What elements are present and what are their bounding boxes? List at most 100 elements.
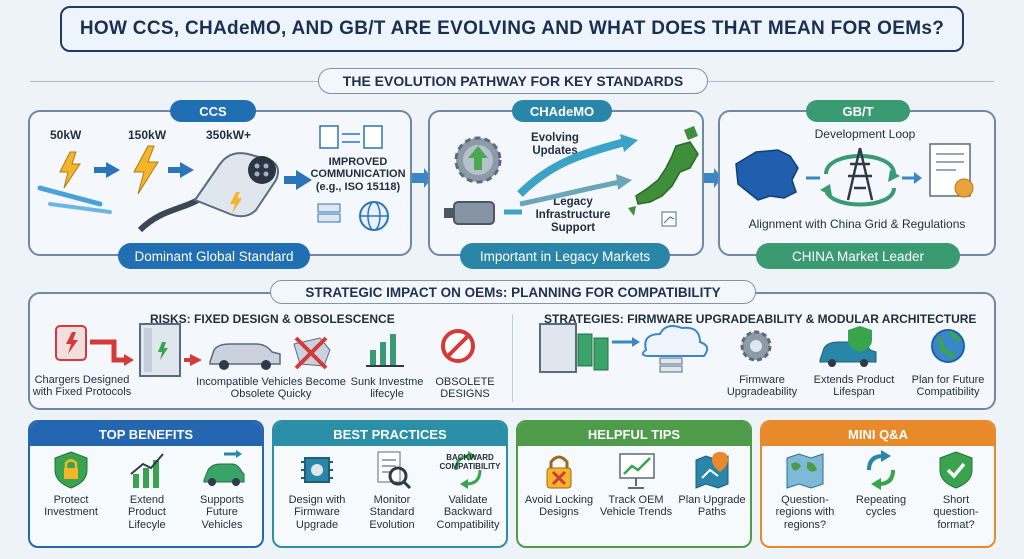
evolution-header-text: THE EVOLUTION PATHWAY FOR KEY STANDARDS — [342, 73, 684, 89]
arrow-right-icon — [106, 162, 120, 178]
gbt-loop-label: Development Loop — [814, 127, 916, 141]
modular-server-icon — [539, 323, 609, 373]
charger-box-icon — [139, 323, 181, 377]
chademo-tag-text: CHAdeMO — [529, 103, 595, 119]
gear-icon — [454, 136, 502, 184]
gbt-illustration — [735, 143, 974, 207]
chademo-tag: CHAdeMO — [512, 100, 612, 122]
practices-card: BEST PRACTICES Design with Firmware Upgr… — [272, 420, 508, 548]
divider-right — [700, 81, 994, 82]
strategy-label-firmware: Firmware Upgradeability — [726, 374, 798, 399]
chart-icon — [661, 211, 677, 227]
ev-car-icon — [203, 450, 245, 486]
ccs-tag: CCS — [170, 100, 256, 122]
arrow-chademo-to-gbt — [702, 168, 722, 188]
presentation-chart-icon — [619, 453, 655, 489]
risks-title: RISKS: FIXED DESIGN & OBSOLESCENCE — [150, 312, 395, 326]
power-level-350: 350kW+ — [206, 128, 252, 142]
gbt-alignment-label: Alignment with China Grid & Regulations — [748, 217, 966, 231]
connector-plug-icon — [444, 201, 495, 225]
power-level-150: 150kW — [128, 128, 167, 142]
gbt-footer: CHINA Market Leader — [756, 243, 960, 269]
declining-chart-icon — [366, 334, 404, 367]
risk-label-incompatible: Incompatible Vehicles Become Obsolete Qu… — [196, 376, 346, 401]
page-title: HOW CCS, CHAdeMO, AND GB/T ARE EVOLVING … — [60, 6, 964, 52]
qa-label-short: Short question- format? — [933, 494, 979, 531]
strategy-label-lifespan: Extends Product Lifespan — [813, 374, 895, 399]
qa-item-short: Short question- format? — [920, 450, 992, 531]
ccs-illustration — [37, 125, 389, 233]
ccs-footer-text: Dominant Global Standard — [134, 248, 294, 264]
qa-label-cycles: Repeating cycles — [855, 494, 907, 519]
tips-title: HELPFUL TIPS — [518, 422, 750, 446]
chademo-evolving-label: Evolving Updates — [531, 132, 579, 157]
growth-chart-icon — [130, 453, 164, 488]
padlock-icon — [546, 455, 572, 489]
tips-card: HELPFUL TIPS Avoid Locking Designs Track… — [516, 420, 752, 548]
car-shield-icon — [819, 326, 877, 367]
chip-icon — [301, 457, 333, 483]
magnifier-document-icon — [377, 451, 412, 490]
strategy-label-future: Plan for Future Compatibility — [911, 374, 985, 399]
tip-item-track: Track OEM Vehicle Trends — [598, 450, 674, 519]
tip-label-avoid: Avoid Locking Designs — [524, 494, 594, 519]
fast-arrows-icon — [37, 185, 112, 214]
gbt-tag-text: GB/T — [842, 103, 874, 119]
prohibited-icon — [441, 329, 475, 363]
practice-label-validate: Validate Backward Compatibility — [436, 494, 500, 531]
benefit-item-extend: Extend Product Lifecyle — [112, 450, 182, 531]
benefits-title: TOP BENEFITS — [30, 422, 262, 446]
chademo-footer: Important in Legacy Markets — [460, 243, 670, 269]
practice-item-design: Design with Firmware Upgrade — [280, 450, 354, 531]
practice-label-design: Design with Firmware Upgrade — [288, 494, 346, 531]
map-pin-icon — [695, 452, 729, 489]
benefit-item-supports: Supports Future Vehicles — [186, 450, 258, 531]
benefit-label-supports: Supports Future Vehicles — [199, 494, 245, 531]
check-shield-icon — [939, 451, 973, 489]
qa-card: MINI Q&A Question- regions with regions?… — [760, 420, 996, 548]
chademo-legacy-label: Legacy Infrastructure Support — [535, 196, 611, 234]
qa-item-regions: Question- regions with regions? — [768, 450, 842, 531]
tip-label-plan: Plan Upgrade Paths — [678, 494, 746, 519]
cycle-badge-icon — [454, 451, 482, 489]
practice-item-monitor: Monitor Standard Evolution — [356, 450, 428, 531]
ccs-communication-label: IMPROVED COMMUNICATION (e.g., ISO 15118) — [310, 156, 406, 193]
car-icon — [209, 343, 281, 370]
ccs-footer: Dominant Global Standard — [118, 243, 310, 269]
power-level-50: 50kW — [50, 128, 82, 142]
cloud-icon — [641, 325, 709, 373]
risk-label-obsolete: OBSOLETE DESIGNS — [435, 376, 495, 401]
evolution-header: THE EVOLUTION PATHWAY FOR KEY STANDARDS — [318, 68, 708, 94]
practices-title: BEST PRACTICES — [274, 422, 506, 446]
lightning-icon — [59, 151, 81, 189]
strategies-illustration — [539, 323, 965, 373]
ccs-tag-text: CCS — [199, 103, 227, 119]
certificate-icon — [929, 143, 974, 198]
japan-map-icon — [628, 126, 699, 216]
benefit-label-extend: Extend Product Lifecyle — [128, 494, 166, 531]
tip-item-avoid: Avoid Locking Designs — [524, 450, 594, 519]
backward-compatibility-badge: BACKWARD COMPATIBILITY — [439, 453, 501, 471]
strategic-header: STRATEGIC IMPACT ON OEMs: PLANNING FOR C… — [270, 280, 756, 304]
broken-car-icon — [293, 336, 331, 370]
risk-label-sunk: Sunk Investme lifecyle — [350, 376, 424, 401]
warning-plug-icon — [55, 325, 87, 361]
china-map-icon — [735, 149, 799, 201]
globe-icon — [359, 201, 389, 231]
strategies-title: STRATEGIES: FIRMWARE UPGRADEABILITY & MO… — [544, 312, 977, 326]
arrow-ccs-to-chademo — [412, 168, 432, 188]
chademo-footer-text: Important in Legacy Markets — [479, 248, 651, 264]
practice-item-validate: Validate Backward Compatibility — [430, 450, 506, 531]
benefit-label-protect: Protect Investment — [44, 494, 98, 519]
gbt-tag: GB/T — [806, 100, 910, 122]
chademo-illustration — [444, 126, 699, 227]
globe-icon-2 — [931, 329, 965, 363]
divider-left — [30, 81, 320, 82]
strategic-header-text: STRATEGIC IMPACT ON OEMs: PLANNING FOR C… — [305, 284, 721, 300]
qa-title: MINI Q&A — [762, 422, 994, 446]
risks-illustration — [55, 323, 475, 377]
page-title-text: HOW CCS, CHAdeMO, AND GB/T ARE EVOLVING … — [79, 18, 945, 39]
qa-item-cycles: Repeating cycles — [846, 450, 916, 519]
firmware-gear-icon — [740, 330, 772, 362]
strategic-divider — [512, 314, 513, 402]
